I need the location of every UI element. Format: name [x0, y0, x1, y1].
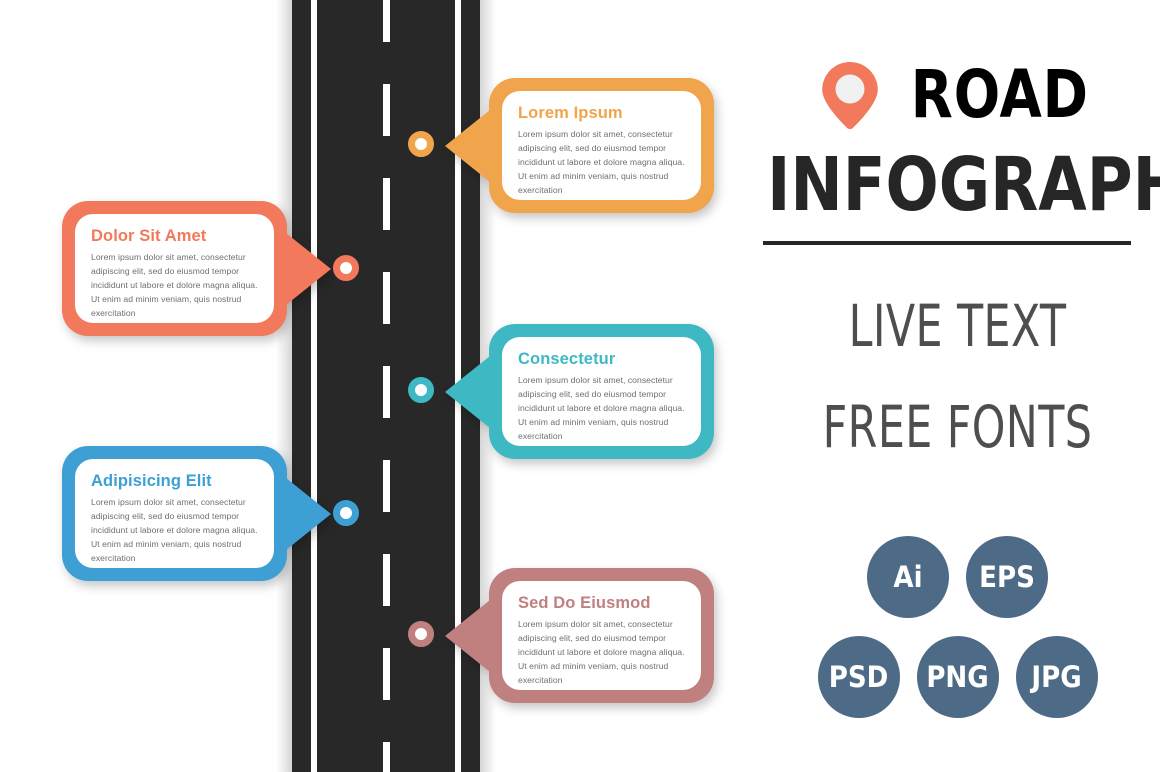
title-panel: ROAD INFOGRAPHICS LIVE TEXT FREE FONTS A…	[755, 0, 1160, 772]
callout-title: Adipisicing Elit	[91, 472, 212, 490]
callout-body-text: Lorem ipsum dolor sit amet, consectetur …	[518, 375, 685, 441]
road-title-line: ROAD	[755, 60, 1160, 130]
callout-pointer-left	[445, 355, 490, 428]
callout-body-text: Lorem ipsum dolor sit amet, consectetur …	[518, 619, 685, 685]
callout-body-text: Lorem ipsum dolor sit amet, consectetur …	[91, 497, 258, 563]
title-divider	[763, 241, 1131, 245]
road-center-dashed-line	[383, 0, 390, 772]
callout-title: Consectetur	[518, 350, 616, 368]
marker-sed-do-eiusmod[interactable]	[408, 621, 434, 647]
infographics-title: INFOGRAPHICS	[767, 142, 1160, 228]
callout-body-text: Lorem ipsum dolor sit amet, consectetur …	[91, 252, 258, 318]
road-title-word: ROAD	[910, 56, 1089, 133]
callout-body-text: Lorem ipsum dolor sit amet, consectetur …	[518, 129, 685, 195]
format-badge-eps[interactable]: EPS	[966, 536, 1048, 618]
callout-title: Sed Do Eiusmod	[518, 594, 651, 612]
format-badge-jpg[interactable]: JPG	[1015, 636, 1098, 718]
marker-lorem-ipsum[interactable]	[408, 131, 434, 157]
road-shadow-left	[276, 0, 292, 772]
callout-pointer-right	[286, 477, 331, 550]
callout-pointer-left	[445, 599, 490, 672]
subline-free-fonts: FREE FONTS	[822, 393, 1093, 461]
format-badge-psd[interactable]: PSD	[817, 636, 900, 718]
callout-pointer-right	[286, 232, 331, 305]
road-edge-line-left	[311, 0, 317, 772]
marker-consectetur[interactable]	[408, 377, 434, 403]
callout-title: Lorem Ipsum	[518, 104, 623, 122]
callout-pointer-left	[445, 109, 490, 182]
marker-adipisicing-elit[interactable]	[333, 500, 359, 526]
map-pin-icon	[819, 60, 881, 130]
format-badge-ai[interactable]: Ai	[867, 536, 949, 618]
marker-dolor-sit-amet[interactable]	[333, 255, 359, 281]
subline-live-text: LIVE TEXT	[848, 292, 1067, 360]
callout-title: Dolor Sit Amet	[91, 227, 207, 245]
format-badge-png[interactable]: PNG	[916, 636, 999, 718]
